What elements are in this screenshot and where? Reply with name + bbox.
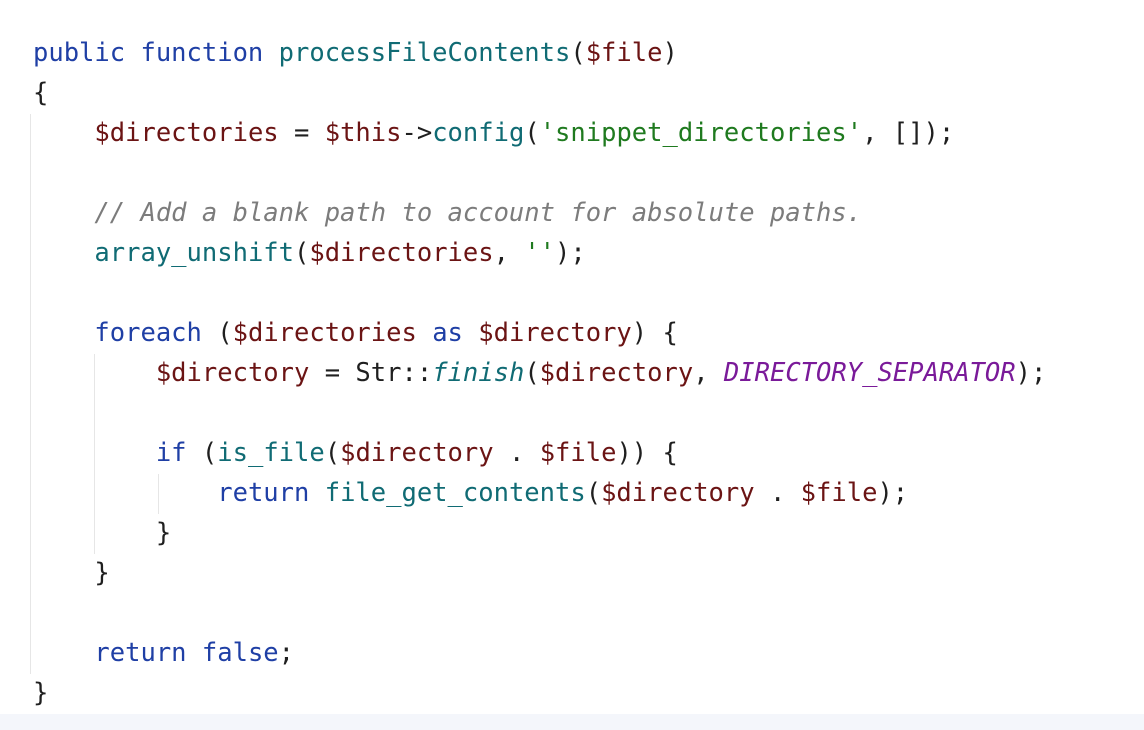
code-token: $file <box>585 38 663 68</box>
code-token: DIRECTORY_SEPARATOR <box>723 358 1016 388</box>
code-token: $directory <box>601 478 755 508</box>
code-line: foreach ($directories as $directory) { <box>33 313 678 353</box>
code-token: is_file <box>217 438 325 468</box>
code-token: file_get_contents <box>324 478 586 508</box>
code-token: as <box>416 318 479 348</box>
code-token: ( <box>570 38 586 68</box>
code-token: , []); <box>862 118 955 148</box>
indent-guide-if-body <box>158 474 159 514</box>
bottom-bar <box>0 714 1144 730</box>
code-line: // Add a blank path to account for absol… <box>33 193 862 233</box>
code-token: 'snippet_directories' <box>539 118 863 148</box>
code-token: ) <box>662 38 678 68</box>
code-token: , <box>493 238 525 268</box>
code-token: $file <box>800 478 878 508</box>
code-token: -> <box>401 118 433 148</box>
code-token: ( <box>524 118 540 148</box>
code-line: } <box>33 673 48 713</box>
code-token: )) { <box>616 438 678 468</box>
code-token: ; <box>278 638 295 668</box>
code-token: ( <box>585 478 602 508</box>
code-token: ); <box>877 478 909 508</box>
code-token: $directory <box>155 358 310 388</box>
code-token: return <box>217 478 310 508</box>
code-token: = Str:: <box>309 358 433 388</box>
code-token: } <box>33 678 49 708</box>
code-token: config <box>432 118 525 148</box>
code-token <box>33 118 94 148</box>
code-token: processFileContents <box>278 38 571 68</box>
code-token <box>33 238 94 268</box>
code-token: $directories <box>309 238 494 268</box>
code-token: ( <box>524 358 540 388</box>
code-token: finish <box>432 358 525 388</box>
code-token: array_unshift <box>94 238 295 268</box>
code-token: . <box>754 478 801 508</box>
code-token <box>309 478 324 508</box>
code-token: ); <box>555 238 586 268</box>
indent-guide-function-body <box>30 114 31 674</box>
code-token: $this <box>324 118 402 148</box>
code-line: array_unshift($directories, ''); <box>33 233 586 273</box>
code-token: ); <box>1015 358 1047 388</box>
code-token: ( <box>294 238 310 268</box>
code-token: if <box>155 438 187 468</box>
code-token: $directory <box>539 358 694 388</box>
code-token: ( <box>324 438 341 468</box>
code-token: return false <box>94 638 279 668</box>
code-token: = <box>278 118 325 148</box>
code-token: $file <box>539 438 617 468</box>
code-token: , <box>693 358 724 388</box>
code-token <box>33 358 156 388</box>
code-line: return file_get_contents($directory . $f… <box>33 473 908 513</box>
code-token <box>33 318 94 348</box>
code-token: ) { <box>631 318 678 348</box>
code-token: { <box>33 78 49 108</box>
code-token <box>33 438 156 468</box>
code-token: . <box>493 438 540 468</box>
code-line: return false; <box>33 633 294 673</box>
code-token: ( <box>186 438 218 468</box>
code-token: // Add a blank path to account for absol… <box>94 198 863 228</box>
code-line: $directories = $this->config('snippet_di… <box>33 113 954 153</box>
code-line: } <box>33 553 110 593</box>
code-token <box>33 638 94 668</box>
code-token: } <box>33 518 172 548</box>
code-line: public function processFileContents($fil… <box>33 33 678 73</box>
indent-guide-foreach-body <box>94 354 95 554</box>
code-token: $directories <box>232 318 417 348</box>
code-token: } <box>33 558 110 588</box>
code-line: { <box>33 73 48 113</box>
code-line: $directory = Str::finish($directory, DIR… <box>33 353 1047 393</box>
code-line: } <box>33 513 171 553</box>
code-line: if (is_file($directory . $file)) { <box>33 433 678 473</box>
code-editor[interactable]: public function processFileContents($fil… <box>0 0 1144 714</box>
code-token: ( <box>201 318 233 348</box>
code-token: $directory <box>340 438 494 468</box>
code-token: public function <box>33 38 279 68</box>
code-token <box>33 198 94 228</box>
code-token <box>33 478 217 508</box>
code-token: foreach <box>94 318 202 348</box>
code-token: '' <box>524 238 556 268</box>
code-token: $directories <box>94 118 279 148</box>
code-token: $directory <box>478 318 632 348</box>
